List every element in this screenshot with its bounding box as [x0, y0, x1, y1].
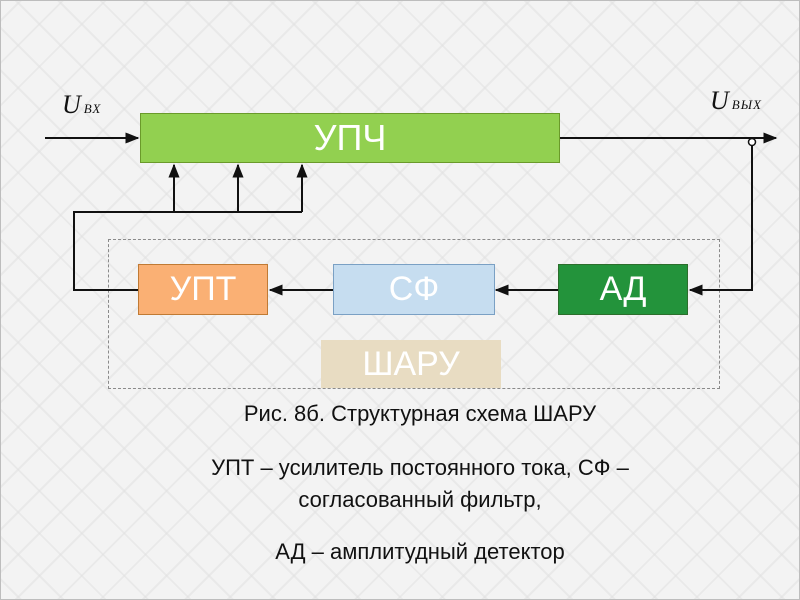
figure-caption: Рис. 8б. Структурная схема ШАРУ — [243, 401, 597, 426]
sharu-dashed-boundary — [108, 239, 720, 389]
input-signal-subscript: ВХ — [83, 101, 102, 116]
input-signal-label: U ВХ — [62, 90, 101, 120]
ad-block: АД — [558, 264, 688, 315]
legend-line-2: согласованный фильтр, — [298, 487, 542, 512]
input-signal-symbol: U — [62, 90, 81, 119]
feedback-to-ad-wire — [688, 146, 753, 296]
upt-block: УПТ — [138, 264, 268, 315]
output-signal-subscript: ВЫХ — [731, 97, 762, 112]
output-tap-node — [747, 137, 757, 147]
sharu-label-block: ШАРУ — [321, 340, 501, 388]
legend-line-1: УПТ – усилитель постоянного тока, СФ – — [211, 455, 629, 480]
upch-block: УПЧ — [140, 113, 560, 163]
output-signal-label: U ВЫХ — [710, 86, 762, 116]
upt-to-bus-wire — [73, 211, 302, 291]
sf-block: СФ — [333, 264, 495, 315]
legend-line-3: АД – амплитудный детектор — [275, 539, 565, 564]
output-signal-symbol: U — [710, 86, 729, 115]
